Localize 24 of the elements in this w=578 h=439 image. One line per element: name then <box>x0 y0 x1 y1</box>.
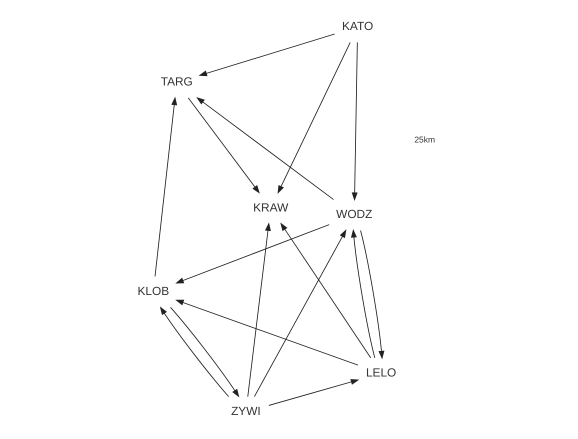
arrow <box>254 229 346 397</box>
node-text: LELO <box>366 366 396 380</box>
arrow <box>198 34 336 76</box>
label: 25km <box>414 134 436 145</box>
arrow <box>175 224 330 284</box>
arrow <box>278 42 351 194</box>
arrow <box>154 96 178 277</box>
node-text: TARG <box>160 74 193 89</box>
arrow <box>247 222 271 398</box>
arrow <box>268 379 360 406</box>
arrow <box>188 97 260 194</box>
node-text: KATO <box>342 19 374 34</box>
arrow <box>352 42 358 201</box>
node-text: KLOB <box>137 284 170 298</box>
arrow <box>160 306 230 398</box>
node-text: ZYWI <box>231 404 261 418</box>
arrow <box>170 306 240 398</box>
arrow <box>175 300 358 366</box>
node-text: KRAW <box>253 200 288 214</box>
arrow <box>280 222 372 358</box>
node-text: WODZ <box>336 207 372 222</box>
arrow <box>360 230 384 360</box>
arrow <box>350 229 376 358</box>
arrow <box>196 97 334 200</box>
